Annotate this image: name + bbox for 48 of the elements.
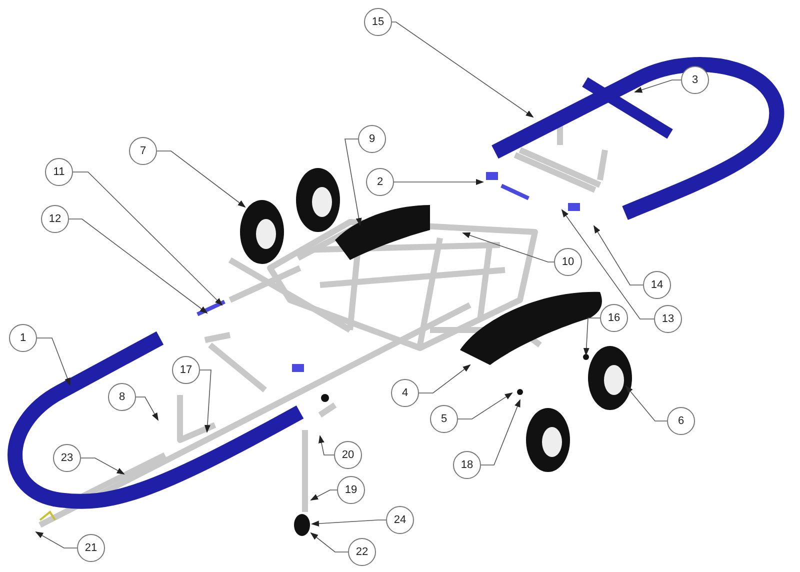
callout-number: 14 [643, 271, 671, 299]
callout-number: 11 [45, 158, 73, 186]
callout-number: 10 [554, 248, 582, 276]
callout-number: 21 [77, 534, 105, 562]
leader-line [68, 218, 208, 314]
callout-number: 17 [172, 356, 200, 384]
callout-number: 19 [337, 476, 365, 504]
callout-number: 23 [53, 444, 81, 472]
callout-number: 12 [41, 205, 69, 233]
leader-line [136, 396, 158, 421]
callout-number: 5 [430, 405, 458, 433]
leader-line [35, 532, 78, 548]
leader-line [392, 22, 534, 118]
leader-line [200, 370, 212, 433]
callout-number: 4 [391, 379, 419, 407]
callout-number: 8 [108, 383, 136, 411]
callout-number: 3 [681, 66, 709, 94]
leader-line [36, 338, 70, 386]
leader-line [311, 520, 386, 527]
leader-line [480, 399, 520, 466]
leader-line [561, 209, 654, 320]
leader-line [310, 490, 338, 500]
callout-number: 2 [366, 168, 394, 196]
callout-number: 9 [358, 125, 386, 153]
leader-line [458, 392, 513, 420]
leader-line [318, 435, 334, 456]
leader-line [344, 138, 362, 226]
leader-line [418, 364, 471, 394]
callout-number: 18 [453, 451, 481, 479]
leader-line [462, 232, 554, 262]
callout-number: 7 [129, 137, 157, 165]
callout-number: 1 [9, 324, 37, 352]
callout-number: 22 [348, 538, 376, 566]
callout-number: 16 [600, 304, 628, 332]
leader-line [80, 458, 125, 474]
leader-line [72, 172, 223, 306]
callout-number: 13 [654, 305, 682, 333]
callout-number: 20 [334, 441, 362, 469]
leader-line [156, 150, 246, 208]
leader-line [394, 179, 484, 185]
leader-line [583, 318, 600, 356]
leader-line [310, 532, 348, 552]
leader-line [634, 80, 682, 93]
callout-number: 24 [386, 506, 414, 534]
callout-number: 15 [364, 8, 392, 36]
leader-line [625, 385, 668, 422]
leader-line [593, 225, 644, 286]
callout-number: 6 [667, 407, 695, 435]
